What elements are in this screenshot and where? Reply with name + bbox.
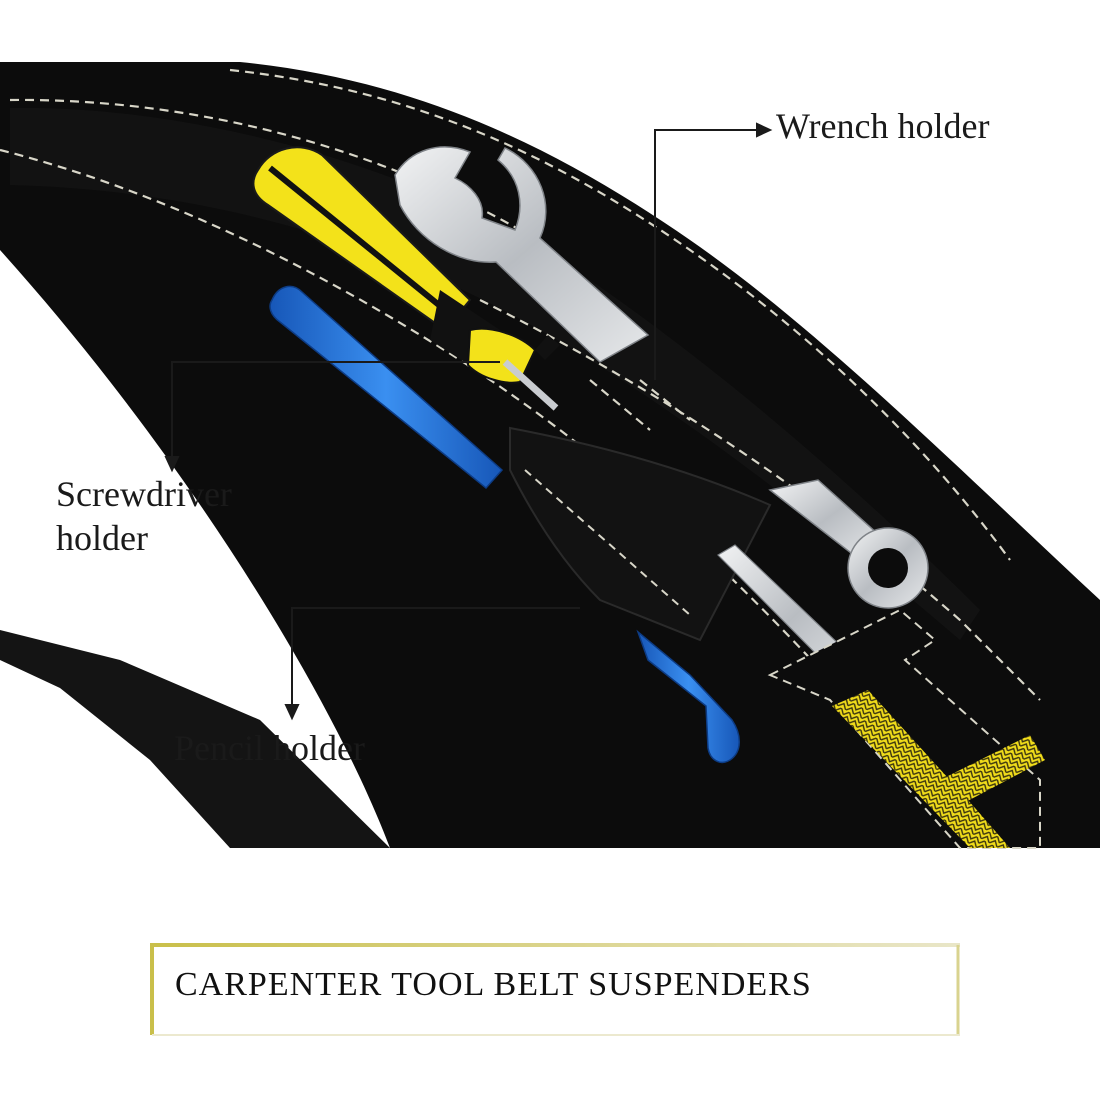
pencil-callout-line	[291, 607, 580, 708]
magnetic-band	[767, 608, 1045, 849]
screwdriver-holder-label-line2: holder	[56, 518, 148, 558]
screwdriver-callout-line	[171, 361, 500, 460]
pencil-icon	[269, 285, 740, 764]
wrench-callout-line	[654, 129, 760, 380]
product-title: CARPENTER TOOL BELT SUSPENDERS	[175, 966, 812, 1003]
title-frame	[150, 943, 960, 1036]
screwdriver-holder-label-line1: Screwdriver	[56, 474, 232, 514]
combination-wrench-icon	[768, 479, 929, 609]
screwdriver-icon	[252, 146, 560, 411]
wrench-holder-label: Wrench holder	[776, 106, 990, 146]
wrench-icon	[394, 146, 650, 363]
pocket-flap	[509, 426, 772, 642]
callout-lines	[164, 122, 773, 721]
screwdriver-holder-label: Screwdriver holder	[56, 472, 316, 560]
pencil-holder-label: Pencil holder	[174, 728, 365, 768]
